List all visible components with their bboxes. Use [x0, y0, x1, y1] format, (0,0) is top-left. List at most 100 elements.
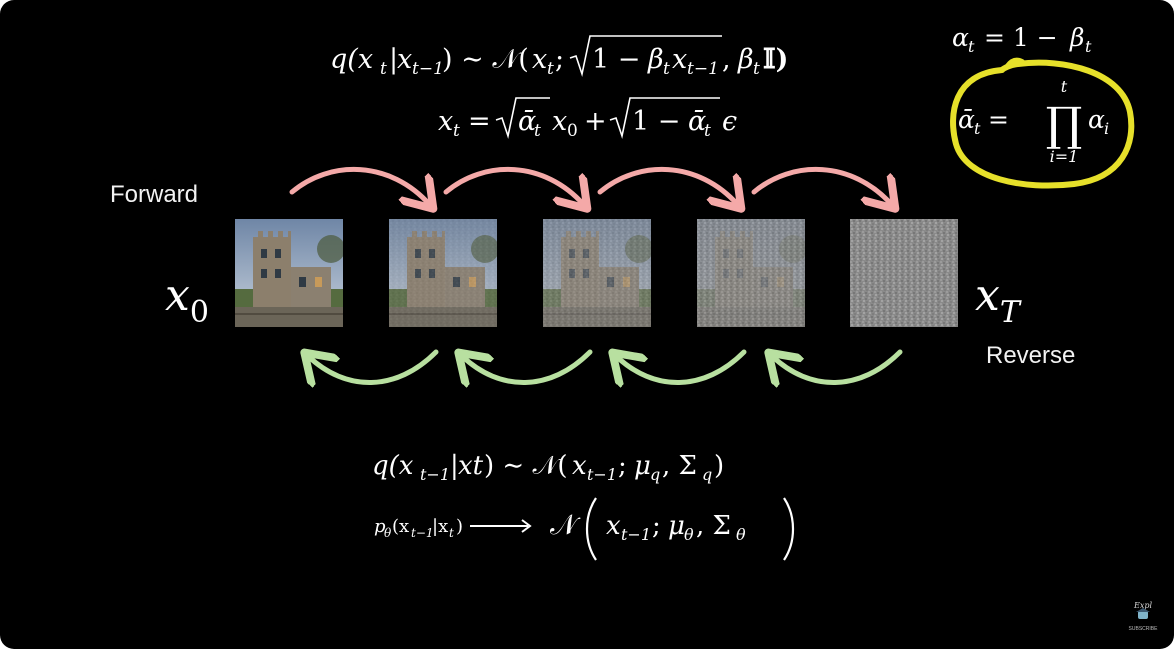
- alpha-definition: α t = 1 − β t: [952, 23, 1092, 56]
- x0-label: x0: [165, 270, 209, 330]
- svg-text:0: 0: [567, 121, 578, 141]
- svg-text:i: i: [1104, 119, 1109, 138]
- svg-text:|: |: [450, 451, 459, 481]
- svg-text:t: t: [753, 59, 760, 79]
- svg-text:= 1 −: = 1 −: [984, 23, 1058, 52]
- svg-text:t: t: [547, 59, 554, 79]
- svg-text:=: =: [988, 105, 1009, 134]
- svg-text:x: x: [606, 511, 621, 541]
- svg-text:x: x: [438, 106, 453, 137]
- svg-text:θ: θ: [384, 526, 392, 540]
- logo-graphic: Expl SUBSCRIBE: [1129, 601, 1159, 632]
- xT-base: x: [975, 270, 1000, 321]
- xT-label: xT: [975, 270, 1020, 330]
- svg-text:ᾱ: ᾱ: [688, 106, 706, 137]
- forward-arrow-4: [751, 167, 892, 205]
- svg-text:t: t: [704, 121, 711, 141]
- reverse-arrow-1: [308, 352, 439, 383]
- svg-text:): ): [714, 451, 724, 481]
- svg-text:1 −: 1 −: [632, 106, 680, 137]
- svg-text:t−1: t−1: [411, 526, 434, 540]
- svg-text:t: t: [449, 526, 454, 540]
- svg-text:t−1: t−1: [687, 59, 719, 79]
- svg-text:x: x: [397, 44, 412, 75]
- svg-text:p: p: [374, 516, 386, 537]
- svg-text:θ: θ: [684, 525, 694, 544]
- forward-arrow-2: [443, 167, 584, 205]
- x0-base: x: [165, 270, 190, 321]
- forward-process-equation: q(x t | x t−1 ) ∼ 𝒩( x t ; 1 − β t x t−1…: [330, 35, 788, 79]
- svg-text:x: x: [672, 44, 687, 75]
- x0-subscript: 0: [189, 295, 209, 330]
- svg-text:t: t: [663, 59, 670, 79]
- svg-text:q: q: [650, 465, 660, 484]
- svg-text:Expl: Expl: [1133, 601, 1152, 610]
- image-step-0: [235, 219, 343, 327]
- svg-text:ᾱ: ᾱ: [518, 106, 536, 137]
- reverse-arrow-2: [462, 352, 593, 383]
- svg-text:t−1: t−1: [412, 59, 444, 79]
- svg-text:t: t: [974, 119, 981, 138]
- svg-text:,: ,: [722, 44, 731, 75]
- svg-text:∏: ∏: [1046, 97, 1083, 151]
- svg-text:t: t: [453, 121, 460, 141]
- svg-text:1 −: 1 −: [592, 44, 640, 75]
- svg-text:) ∼ 𝒩(: ) ∼ 𝒩(: [442, 44, 529, 75]
- svg-text:|x: |x: [432, 516, 448, 537]
- svg-text:xt: xt: [458, 451, 484, 481]
- svg-text:𝒩: 𝒩: [550, 508, 581, 541]
- svg-text:;: ;: [618, 451, 627, 481]
- svg-text:θ: θ: [736, 525, 746, 544]
- svg-text:t: t: [968, 37, 975, 56]
- svg-text:) ∼ 𝒩(: ) ∼ 𝒩(: [484, 451, 568, 481]
- svg-text:β: β: [647, 44, 664, 75]
- svg-text:x: x: [532, 44, 547, 75]
- svg-text:, Σ: , Σ: [662, 451, 697, 481]
- svg-text:+: +: [584, 106, 607, 137]
- reverse-q-equation: q(x t−1 | xt ) ∼ 𝒩( x t−1 ; μ q , Σ q ): [372, 451, 724, 484]
- svg-text:): ): [456, 516, 463, 537]
- highlight-circle: [950, 59, 1135, 189]
- svg-text:t: t: [1085, 37, 1092, 56]
- svg-text:μ: μ: [668, 511, 685, 541]
- svg-text:;: ;: [652, 511, 661, 541]
- svg-text:|: |: [389, 44, 398, 75]
- forward-arrow-3: [597, 167, 738, 205]
- svg-text:SUBSCRIBE: SUBSCRIBE: [1129, 626, 1159, 632]
- svg-text:ϵ: ϵ: [722, 106, 737, 137]
- svg-text:t: t: [534, 121, 541, 141]
- reverse-arrow-4: [772, 352, 903, 383]
- svg-text:t−1: t−1: [621, 525, 651, 544]
- svg-text:β: β: [737, 44, 754, 75]
- svg-text:α: α: [1088, 105, 1105, 134]
- svg-text:i=1: i=1: [1050, 147, 1079, 166]
- svg-text:x: x: [552, 106, 567, 137]
- alpha-bar-highlight: ᾱ t = t ∏ i=1 α i: [950, 57, 1135, 189]
- svg-text:t: t: [1061, 77, 1068, 96]
- closed-form-equation: x t = ᾱ t x 0 + 1 − ᾱ t ϵ: [438, 97, 737, 141]
- svg-text:t−1: t−1: [587, 465, 617, 484]
- svg-text:;: ;: [555, 44, 564, 75]
- channel-logo[interactable]: Expl SUBSCRIBE: [1122, 596, 1164, 634]
- svg-text:, Σ: , Σ: [696, 511, 731, 541]
- image-step-2: [543, 219, 651, 327]
- svg-text:α: α: [952, 23, 969, 52]
- svg-text:ᾱ: ᾱ: [958, 105, 975, 134]
- xT-subscript: T: [999, 295, 1020, 330]
- reverse-p-equation: p θ (x t−1 |x t ) 𝒩 x t−1 ; μ θ , Σ θ: [374, 497, 794, 561]
- svg-text:x: x: [572, 451, 587, 481]
- svg-text:q: q: [702, 465, 712, 484]
- svg-text:t: t: [380, 59, 387, 79]
- svg-text:𝕀): 𝕀): [763, 44, 788, 75]
- svg-text:=: =: [468, 106, 491, 137]
- reverse-label: Reverse: [986, 342, 1076, 369]
- svg-text:q(x: q(x: [372, 451, 414, 481]
- svg-text:t−1: t−1: [420, 465, 450, 484]
- image-step-1: [389, 219, 497, 327]
- reverse-arrow-3: [616, 352, 747, 383]
- forward-label: Forward: [110, 181, 199, 208]
- image-step-4: [850, 219, 958, 327]
- svg-text:μ: μ: [634, 451, 651, 481]
